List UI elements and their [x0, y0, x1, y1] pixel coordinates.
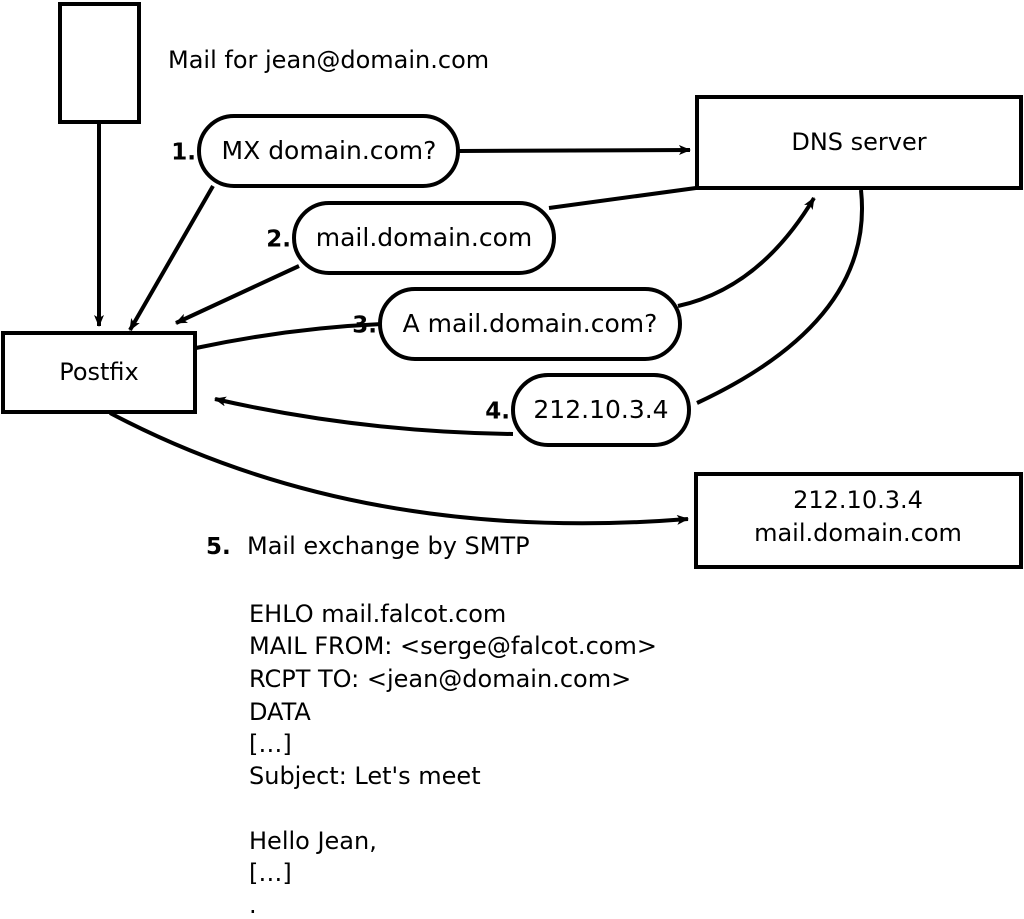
smtp-transcript-line: […]: [249, 730, 292, 758]
step-4-label: 212.10.3.4: [533, 395, 668, 424]
mail-server-hostname: mail.domain.com: [754, 519, 962, 547]
mail-server-box: [694, 472, 1023, 569]
smtp-transcript-line: Hello Jean,: [249, 827, 377, 855]
smtp-transcript-line: DATA: [249, 698, 311, 726]
source-box: [58, 2, 141, 124]
step-1-pill: [197, 114, 460, 188]
edge-postfix-to-step3: [195, 322, 384, 350]
dns-server-box: [695, 95, 1023, 190]
postfix-label: Postfix: [59, 358, 139, 386]
mail-for-note: Mail for jean@domain.com: [168, 46, 489, 74]
edge-postfix-to-mailserver: [109, 411, 689, 526]
edge-step2-to-postfix: [175, 264, 300, 325]
edge-postfix-to-step1: [128, 185, 215, 331]
step-5-heading: Mail exchange by SMTP: [247, 532, 530, 560]
step-1-label: MX domain.com?: [222, 136, 437, 165]
dns-server-label: DNS server: [791, 128, 926, 156]
edge-dns-to-step4: [696, 189, 864, 405]
smtp-transcript-line: Subject: Let's meet: [249, 762, 481, 790]
postfix-box: [1, 331, 197, 414]
step-1-number: 1.: [171, 140, 196, 166]
step-4-pill: [511, 373, 691, 447]
step-3-pill: [378, 287, 682, 361]
edge-step4-to-postfix: [214, 396, 514, 436]
smtp-transcript-line: MAIL FROM: <serge@falcot.com>: [249, 632, 657, 660]
mail-server-ip: 212.10.3.4: [793, 486, 923, 514]
edge-step1-to-dns: [458, 145, 691, 156]
step-2-label: mail.domain.com: [316, 223, 532, 252]
smtp-transcript-line: .: [249, 891, 257, 919]
step-5-number: 5.: [206, 534, 231, 560]
edge-step3-to-dns: [677, 196, 816, 308]
edge-dns-to-step2: [548, 186, 697, 210]
step-2-pill: [292, 201, 556, 275]
smtp-transcript-line: RCPT TO: <jean@domain.com>: [249, 665, 631, 693]
step-3-number: 3.: [352, 313, 377, 339]
step-4-number: 4.: [485, 399, 510, 425]
smtp-transcript-line: […]: [249, 859, 292, 887]
smtp-transcript-line: EHLO mail.falcot.com: [249, 600, 506, 628]
step-3-label: A mail.domain.com?: [403, 309, 658, 338]
step-2-number: 2.: [266, 227, 291, 253]
